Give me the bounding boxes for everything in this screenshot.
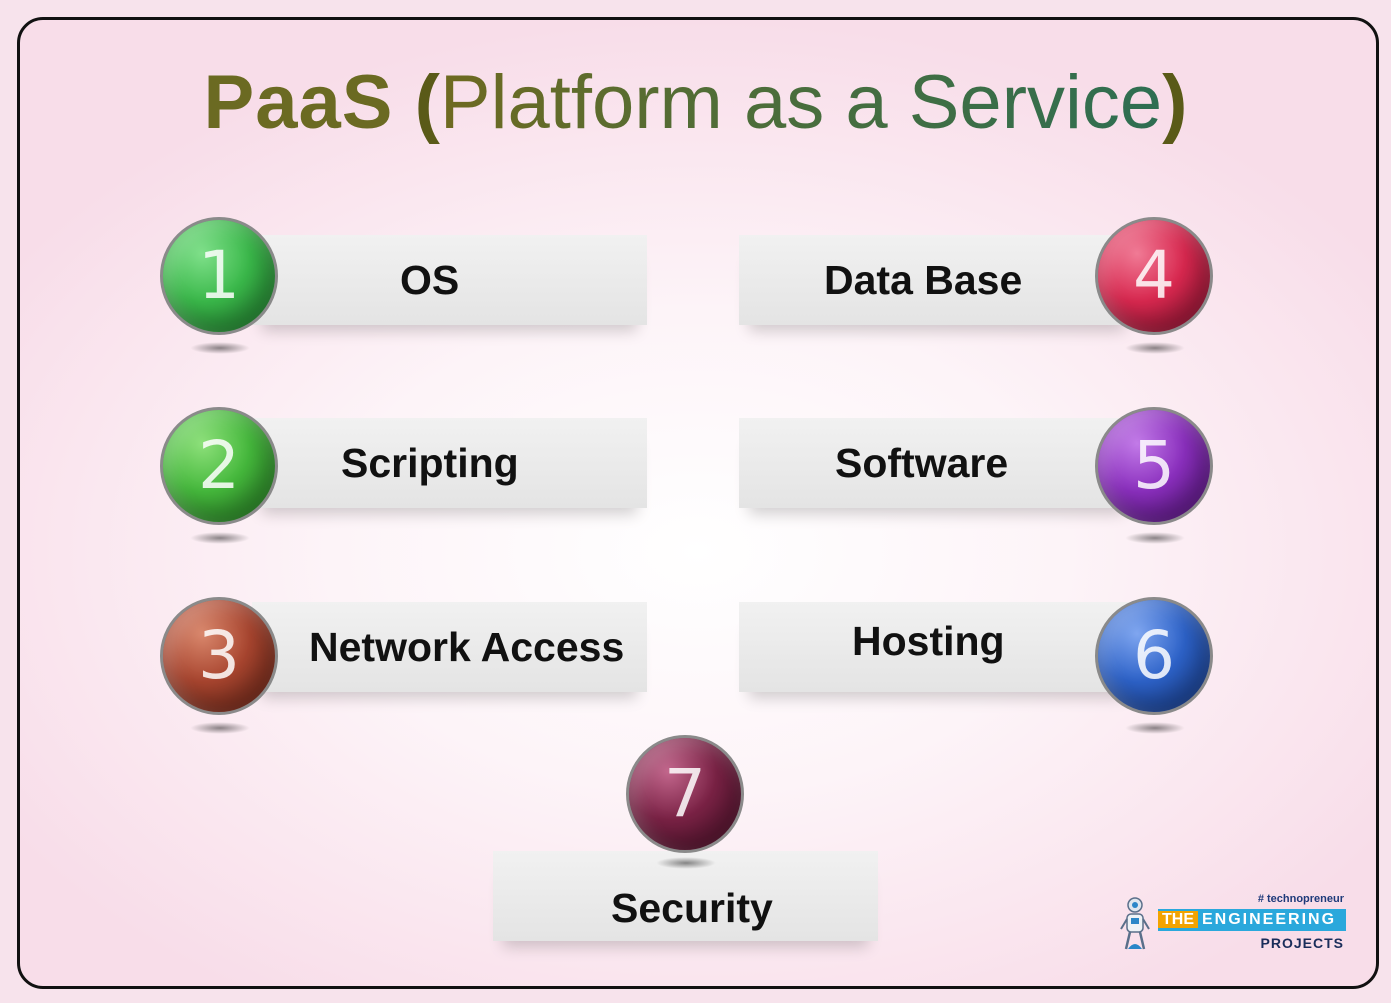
number-ball-7: 7 — [626, 735, 744, 853]
logo-subtitle: PROJECTS — [1260, 935, 1344, 951]
item-label-software: Software — [835, 440, 1009, 486]
item-label-scripting: Scripting — [341, 440, 519, 486]
title-full-name: Platform as a Service — [439, 60, 1163, 145]
item-bar-security: Security — [493, 851, 878, 941]
item-bar-software: Software — [739, 418, 1134, 508]
ball-shadow — [1125, 722, 1185, 734]
title-abbreviation: PaaS — [203, 60, 394, 145]
number-5: 5 — [1133, 427, 1175, 504]
number-ball-4: 4 — [1095, 217, 1213, 335]
title-open-paren: ( — [414, 60, 440, 145]
item-label-hosting: Hosting — [852, 618, 1005, 664]
logo-name: ENGINEERING — [1202, 911, 1337, 928]
number-ball-5: 5 — [1095, 407, 1213, 525]
number-4: 4 — [1133, 237, 1175, 314]
item-bar-hosting: Hosting — [739, 602, 1134, 692]
logo-the: THE — [1158, 911, 1198, 928]
number-ball-6: 6 — [1095, 597, 1213, 715]
item-bar-data-base: Data Base — [739, 235, 1134, 325]
number-2: 2 — [198, 427, 240, 504]
robot-icon — [1120, 897, 1150, 950]
ball-shadow — [190, 722, 250, 734]
number-ball-1: 1 — [160, 217, 278, 335]
ball-shadow — [190, 532, 250, 544]
ball-shadow — [656, 857, 716, 869]
ball-shadow — [190, 342, 250, 354]
ball-shadow — [1125, 342, 1185, 354]
number-ball-2: 2 — [160, 407, 278, 525]
number-6: 6 — [1133, 617, 1175, 694]
item-bar-network-access: Network Access — [252, 602, 647, 692]
number-ball-3: 3 — [160, 597, 278, 715]
number-7: 7 — [664, 755, 706, 832]
item-label-security: Security — [611, 885, 773, 931]
number-1: 1 — [198, 237, 240, 314]
ball-shadow — [1125, 532, 1185, 544]
number-3: 3 — [198, 617, 240, 694]
item-bar-scripting: Scripting — [252, 418, 647, 508]
item-label-network-access: Network Access — [309, 624, 625, 670]
logo-tagline: # technopreneur — [1257, 893, 1344, 905]
item-label-data-base: Data Base — [824, 257, 1023, 303]
item-bar-os: OS — [252, 235, 647, 325]
diagram-title: PaaS (Platform as a Service) — [0, 58, 1391, 148]
title-close-paren: ) — [1162, 60, 1188, 145]
item-label-os: OS — [400, 257, 460, 303]
